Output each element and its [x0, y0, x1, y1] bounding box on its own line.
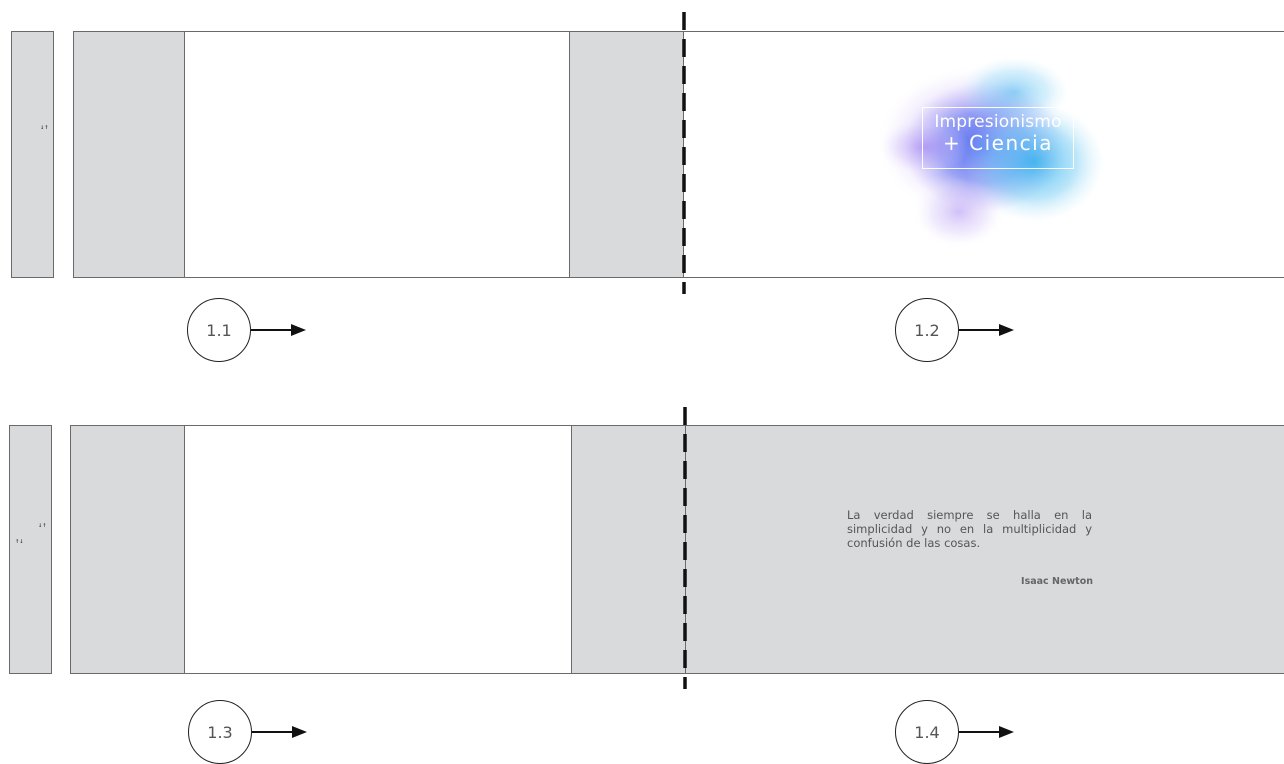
step-label-1-3: 1.3 [207, 722, 233, 742]
fold-line-row1 [682, 12, 686, 294]
quote-text: La verdad siempre se halla en la simplic… [847, 508, 1092, 550]
panel-1-1-right-flap [569, 31, 685, 278]
cover-title-box: Impresionismo + Ciencia [922, 107, 1074, 169]
panel-1-2-cover: Impresionismo + Ciencia [683, 31, 1284, 278]
panel-1-1-white-area [184, 31, 571, 278]
step-marker-1-4: 1.4 [895, 700, 959, 764]
fold-line-row2 [683, 407, 687, 689]
cover-title-line2: + Ciencia [943, 131, 1053, 155]
step-marker-1-1: 1.1 [187, 298, 251, 362]
step-label-1-4: 1.4 [914, 722, 940, 742]
spine-mark-row2-a: ↑↓ [15, 537, 24, 545]
spine-strip-row1: ↓↑ [11, 31, 54, 278]
spine-mark-row1: ↓↑ [40, 123, 49, 131]
step-marker-1-2: 1.2 [895, 298, 959, 362]
quote-author: Isaac Newton [1021, 576, 1093, 587]
spine-mark-row2-b: ↓↑ [38, 521, 47, 529]
watercolor-splash [879, 57, 1104, 247]
cover-title-line1: Impresionismo [934, 112, 1062, 132]
arrow-icon [959, 324, 1014, 336]
panel-1-4-back-cover: La verdad siempre se halla en la simplic… [685, 425, 1284, 674]
step-label-1-2: 1.2 [914, 320, 940, 340]
panel-1-1-left-flap [73, 31, 186, 278]
arrow-icon [252, 726, 307, 738]
panel-1-3-white-area [184, 425, 573, 674]
step-label-1-1: 1.1 [206, 320, 232, 340]
panel-1-3-right-flap [571, 425, 687, 674]
arrow-icon [959, 726, 1014, 738]
panel-1-3-left-flap [70, 425, 186, 674]
step-marker-1-3: 1.3 [188, 700, 252, 764]
spine-strip-row2: ↑↓ ↓↑ [9, 425, 52, 674]
arrow-icon [251, 324, 306, 336]
